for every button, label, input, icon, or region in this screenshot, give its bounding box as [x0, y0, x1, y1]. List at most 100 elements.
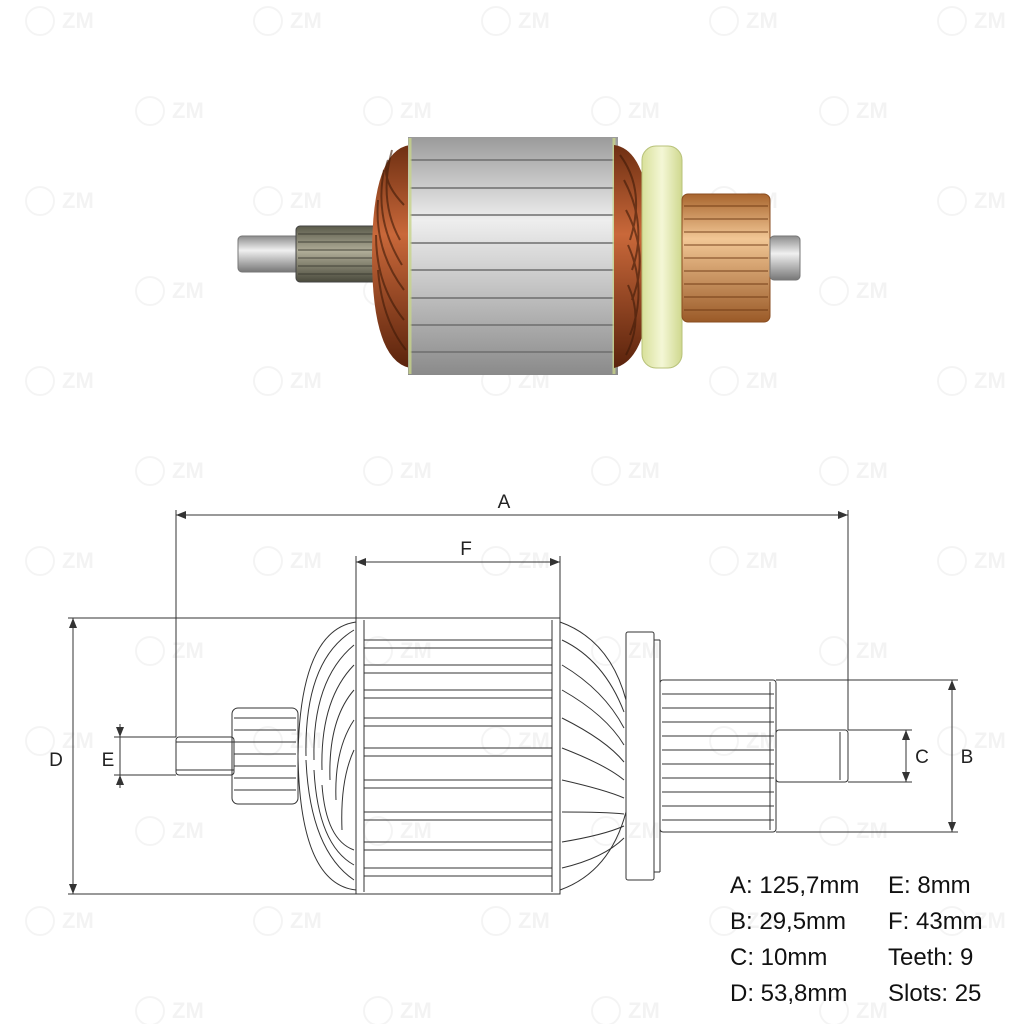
spec-c: C: 10mm: [730, 944, 827, 971]
spec-list: A: 125,7mm B: 29,5mm C: 10mm D: 53,8mm E…: [730, 872, 983, 1007]
dimension-arrows: [69, 511, 956, 894]
watermark-text: ZM: [290, 548, 322, 573]
watermark-text: ZM: [62, 548, 94, 573]
watermark-logo-icon: [253, 366, 283, 396]
watermark-text: ZM: [62, 8, 94, 33]
watermark-logo-icon: [709, 906, 739, 936]
drawing-left-shaft: [175, 736, 235, 776]
watermark-logo-icon: [253, 186, 283, 216]
dim-label-b: B: [961, 747, 974, 768]
watermark-logo-icon: [25, 6, 55, 36]
watermark-text: ZM: [172, 278, 204, 303]
watermark-text: ZM: [62, 368, 94, 393]
watermark-logo-icon: [819, 456, 849, 486]
watermark-text: ZM: [400, 98, 432, 123]
watermark-logo-icon: [481, 726, 511, 756]
watermark-text: ZM: [62, 728, 94, 753]
watermark-logo-icon: [819, 636, 849, 666]
watermark-text: ZM: [746, 908, 778, 933]
spec-d: D: 53,8mm: [730, 980, 847, 1007]
watermark-logo-icon: [709, 726, 739, 756]
watermark-text: ZM: [172, 818, 204, 843]
watermark-logo-icon: [135, 456, 165, 486]
watermark-logo-icon: [135, 816, 165, 846]
watermark-logo-icon: [363, 96, 393, 126]
watermark-logo-icon: [591, 816, 621, 846]
watermark-logo-icon: [937, 6, 967, 36]
watermark-logo-icon: [253, 6, 283, 36]
watermark-logo-icon: [481, 906, 511, 936]
dim-label-d: D: [49, 750, 63, 771]
watermark-text: ZM: [400, 638, 432, 663]
watermark-logo-icon: [25, 366, 55, 396]
armature-core: [408, 137, 618, 375]
watermark-logo-icon: [25, 906, 55, 936]
watermark-text: ZM: [518, 728, 550, 753]
watermark-logo-icon: [135, 996, 165, 1024]
left-shaft: [237, 235, 303, 273]
watermark-text: ZM: [974, 908, 1006, 933]
watermark-text: ZM: [290, 368, 322, 393]
watermark-text: ZM: [172, 998, 204, 1023]
watermark-logo-icon: [481, 546, 511, 576]
watermark-text: ZM: [172, 98, 204, 123]
watermark-text: ZM: [290, 188, 322, 213]
watermark-logo-icon: [709, 6, 739, 36]
watermark-logo-icon: [937, 366, 967, 396]
drawing-insulation-ring: [625, 631, 655, 881]
watermark-logo-icon: [253, 906, 283, 936]
dim-label-a: A: [498, 492, 511, 513]
watermark-logo-icon: [591, 96, 621, 126]
dimension-lines: [68, 510, 958, 895]
watermark-logo-icon: [135, 636, 165, 666]
drawing-left-winding: [297, 621, 357, 891]
watermark-text: ZM: [290, 8, 322, 33]
watermark-text: ZM: [628, 818, 660, 843]
spec-a: A: 125,7mm: [730, 872, 859, 899]
watermark-logo-icon: [709, 366, 739, 396]
watermark-logo-icon: [363, 636, 393, 666]
watermark-logo-icon: [819, 816, 849, 846]
watermark-logo-icon: [481, 6, 511, 36]
dim-label-e: E: [102, 750, 115, 771]
drawing-right-shaft: [775, 729, 849, 783]
watermark-logo-icon: [819, 996, 849, 1024]
spec-b: B: 29,5mm: [730, 908, 846, 935]
watermark-text: ZM: [856, 638, 888, 663]
watermark-text: ZM: [62, 188, 94, 213]
watermark-text: ZM: [746, 728, 778, 753]
watermark-logo-icon: [819, 276, 849, 306]
drawing-core: [355, 617, 561, 895]
watermark-logo-icon: [135, 276, 165, 306]
watermark-logo-icon: [591, 996, 621, 1024]
watermark-logo-icon: [25, 546, 55, 576]
insulation-ring: [641, 145, 683, 369]
watermark-text: ZM: [974, 368, 1006, 393]
watermark-text: ZM: [974, 188, 1006, 213]
watermark-text: ZM: [400, 818, 432, 843]
watermark-logo-icon: [591, 456, 621, 486]
watermark-text: ZM: [518, 908, 550, 933]
watermark-text: ZM: [290, 908, 322, 933]
watermark-text: ZM: [628, 998, 660, 1023]
watermark-logo-icon: [25, 186, 55, 216]
watermark-text: ZM: [974, 728, 1006, 753]
dim-label-c: C: [915, 747, 929, 768]
watermark-text: ZM: [400, 458, 432, 483]
watermark-text: ZM: [172, 458, 204, 483]
watermark-text: ZM: [628, 638, 660, 663]
watermark-logo-icon: [709, 546, 739, 576]
watermark-text: ZM: [172, 638, 204, 663]
watermark-logo-icon: [937, 906, 967, 936]
watermark-text: ZM: [628, 98, 660, 123]
drawing-right-winding: [559, 621, 627, 701]
watermark-text: ZM: [518, 8, 550, 33]
spec-teeth: Teeth: 9: [888, 944, 973, 971]
watermark-text: ZM: [518, 548, 550, 573]
watermark-logo-icon: [25, 726, 55, 756]
watermark-text: ZM: [856, 818, 888, 843]
watermark-text: ZM: [400, 998, 432, 1023]
watermark-logo-icon: [363, 456, 393, 486]
